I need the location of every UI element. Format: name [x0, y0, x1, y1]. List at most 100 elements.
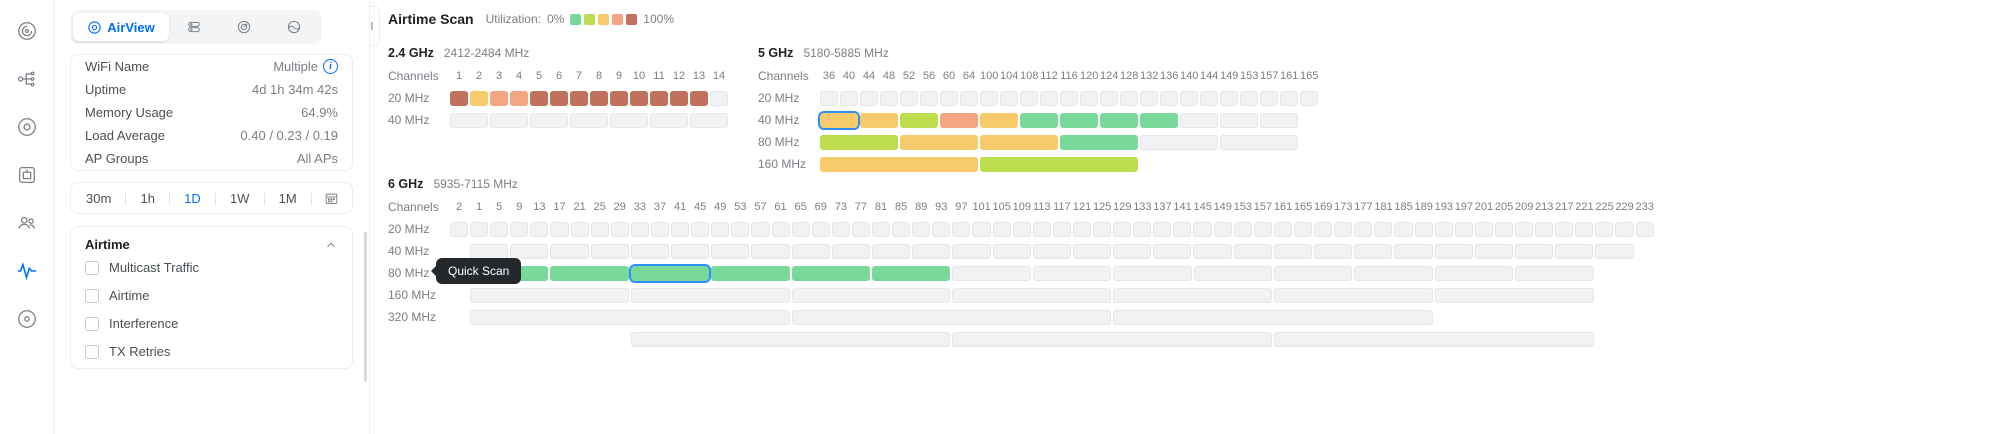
channel-cell[interactable] [1374, 221, 1393, 237]
channel-cell[interactable] [1140, 112, 1178, 128]
channel-cell[interactable] [952, 265, 1031, 281]
channel-cell[interactable] [690, 112, 728, 128]
channel-cell[interactable] [912, 221, 931, 237]
channel-cell[interactable] [530, 90, 548, 106]
channel-cell[interactable] [1133, 221, 1152, 237]
channel-cell[interactable] [1113, 221, 1132, 237]
settings-icon[interactable] [12, 304, 42, 334]
channel-cell[interactable] [1274, 265, 1353, 281]
channel-cell[interactable] [840, 90, 858, 106]
checkbox-airtime[interactable] [85, 288, 99, 303]
channel-cell[interactable] [1012, 221, 1031, 237]
channel-cell[interactable] [1220, 112, 1258, 128]
channel-cell[interactable] [590, 243, 629, 259]
channel-cell[interactable] [1555, 221, 1574, 237]
channel-cell[interactable] [1280, 90, 1298, 106]
channel-cell[interactable] [630, 287, 790, 303]
channel-cell[interactable] [711, 221, 730, 237]
channel-cell[interactable] [1213, 221, 1232, 237]
airtime-panel-header[interactable]: Airtime [85, 237, 338, 252]
channel-cell[interactable] [791, 309, 1112, 325]
checkbox-tx-retries[interactable] [85, 344, 99, 359]
channel-cell[interactable] [1434, 265, 1514, 281]
channel-cell[interactable] [630, 331, 951, 347]
channel-cell[interactable] [1414, 221, 1433, 237]
channel-cell[interactable] [1314, 221, 1333, 237]
channel-cell[interactable] [1193, 221, 1212, 237]
channel-cell[interactable] [1240, 90, 1258, 106]
channel-cell[interactable] [530, 221, 549, 237]
channel-cell[interactable] [1060, 134, 1138, 150]
time-range-1d[interactable]: 1D [184, 190, 201, 206]
channel-cell[interactable] [711, 265, 790, 281]
channel-cell[interactable] [731, 221, 750, 237]
devices-icon[interactable] [12, 112, 42, 142]
channel-cell[interactable] [1595, 243, 1634, 259]
channel-cell[interactable] [831, 243, 870, 259]
channel-cell[interactable] [751, 221, 770, 237]
channel-cell[interactable] [450, 112, 488, 128]
channel-cell[interactable] [510, 221, 529, 237]
channel-cell[interactable] [710, 90, 728, 106]
time-range-1w[interactable]: 1W [229, 190, 250, 206]
channel-cell[interactable] [590, 221, 609, 237]
channel-cell[interactable] [1080, 90, 1098, 106]
channel-cell[interactable] [872, 265, 951, 281]
checkbox-multicast-traffic[interactable] [85, 260, 99, 275]
channel-cell[interactable] [550, 265, 629, 281]
channel-cell[interactable] [940, 90, 958, 106]
channel-cell[interactable] [1434, 287, 1594, 303]
channel-cell[interactable] [1273, 221, 1292, 237]
channel-cell[interactable] [1113, 287, 1273, 303]
channel-cell[interactable] [1180, 112, 1218, 128]
channel-cell[interactable] [1474, 243, 1513, 259]
channel-cell[interactable] [470, 90, 488, 106]
channel-cell[interactable] [1394, 221, 1413, 237]
checkbox-row-airtime[interactable]: Airtime [85, 283, 338, 308]
channel-cell[interactable] [510, 243, 549, 259]
channel-cell[interactable] [1140, 90, 1158, 106]
channel-cell[interactable] [1334, 221, 1353, 237]
channel-cell[interactable] [972, 221, 991, 237]
channel-cell[interactable] [811, 221, 830, 237]
channel-cell[interactable] [820, 156, 978, 172]
channel-cell[interactable] [860, 90, 878, 106]
channel-cell[interactable] [671, 243, 710, 259]
channel-cell[interactable] [992, 221, 1011, 237]
channel-cell[interactable] [470, 287, 629, 303]
tab-radar[interactable] [219, 13, 269, 41]
channel-cell[interactable] [1434, 221, 1453, 237]
channel-cell[interactable] [880, 90, 898, 106]
channel-cell[interactable] [490, 90, 508, 106]
channel-cell[interactable] [1153, 221, 1172, 237]
channel-cell[interactable] [490, 221, 509, 237]
channel-cell[interactable] [630, 243, 670, 259]
channel-cell[interactable] [820, 90, 838, 106]
channel-cell[interactable] [1093, 221, 1112, 237]
channel-cell[interactable] [1253, 221, 1272, 237]
channel-cell[interactable] [1220, 134, 1298, 150]
time-range-30m[interactable]: 30m [86, 190, 112, 206]
users-icon[interactable] [12, 208, 42, 238]
info-icon[interactable]: i [323, 59, 338, 74]
channel-cell[interactable] [510, 90, 528, 106]
channel-cell[interactable] [1314, 243, 1353, 259]
checkbox-row-interference[interactable]: Interference [85, 311, 338, 336]
channel-cell[interactable] [450, 90, 468, 106]
channel-cell[interactable] [940, 112, 978, 128]
channel-cell[interactable] [791, 265, 871, 281]
channel-cell[interactable] [530, 112, 568, 128]
channel-cell[interactable] [900, 90, 918, 106]
tab-devices-list[interactable] [169, 13, 219, 41]
channel-cell[interactable] [1293, 221, 1313, 237]
channel-cell[interactable] [791, 243, 830, 259]
channel-cell[interactable] [1274, 287, 1433, 303]
channel-cell[interactable] [1153, 243, 1192, 259]
channel-cell[interactable] [1072, 221, 1091, 237]
sidebar-scrollbar[interactable] [364, 232, 367, 382]
channel-cell[interactable] [610, 90, 628, 106]
channel-cell[interactable] [1233, 221, 1252, 237]
channel-cell[interactable] [470, 221, 489, 237]
channel-cell[interactable] [952, 243, 991, 259]
channel-cell[interactable] [550, 90, 568, 106]
